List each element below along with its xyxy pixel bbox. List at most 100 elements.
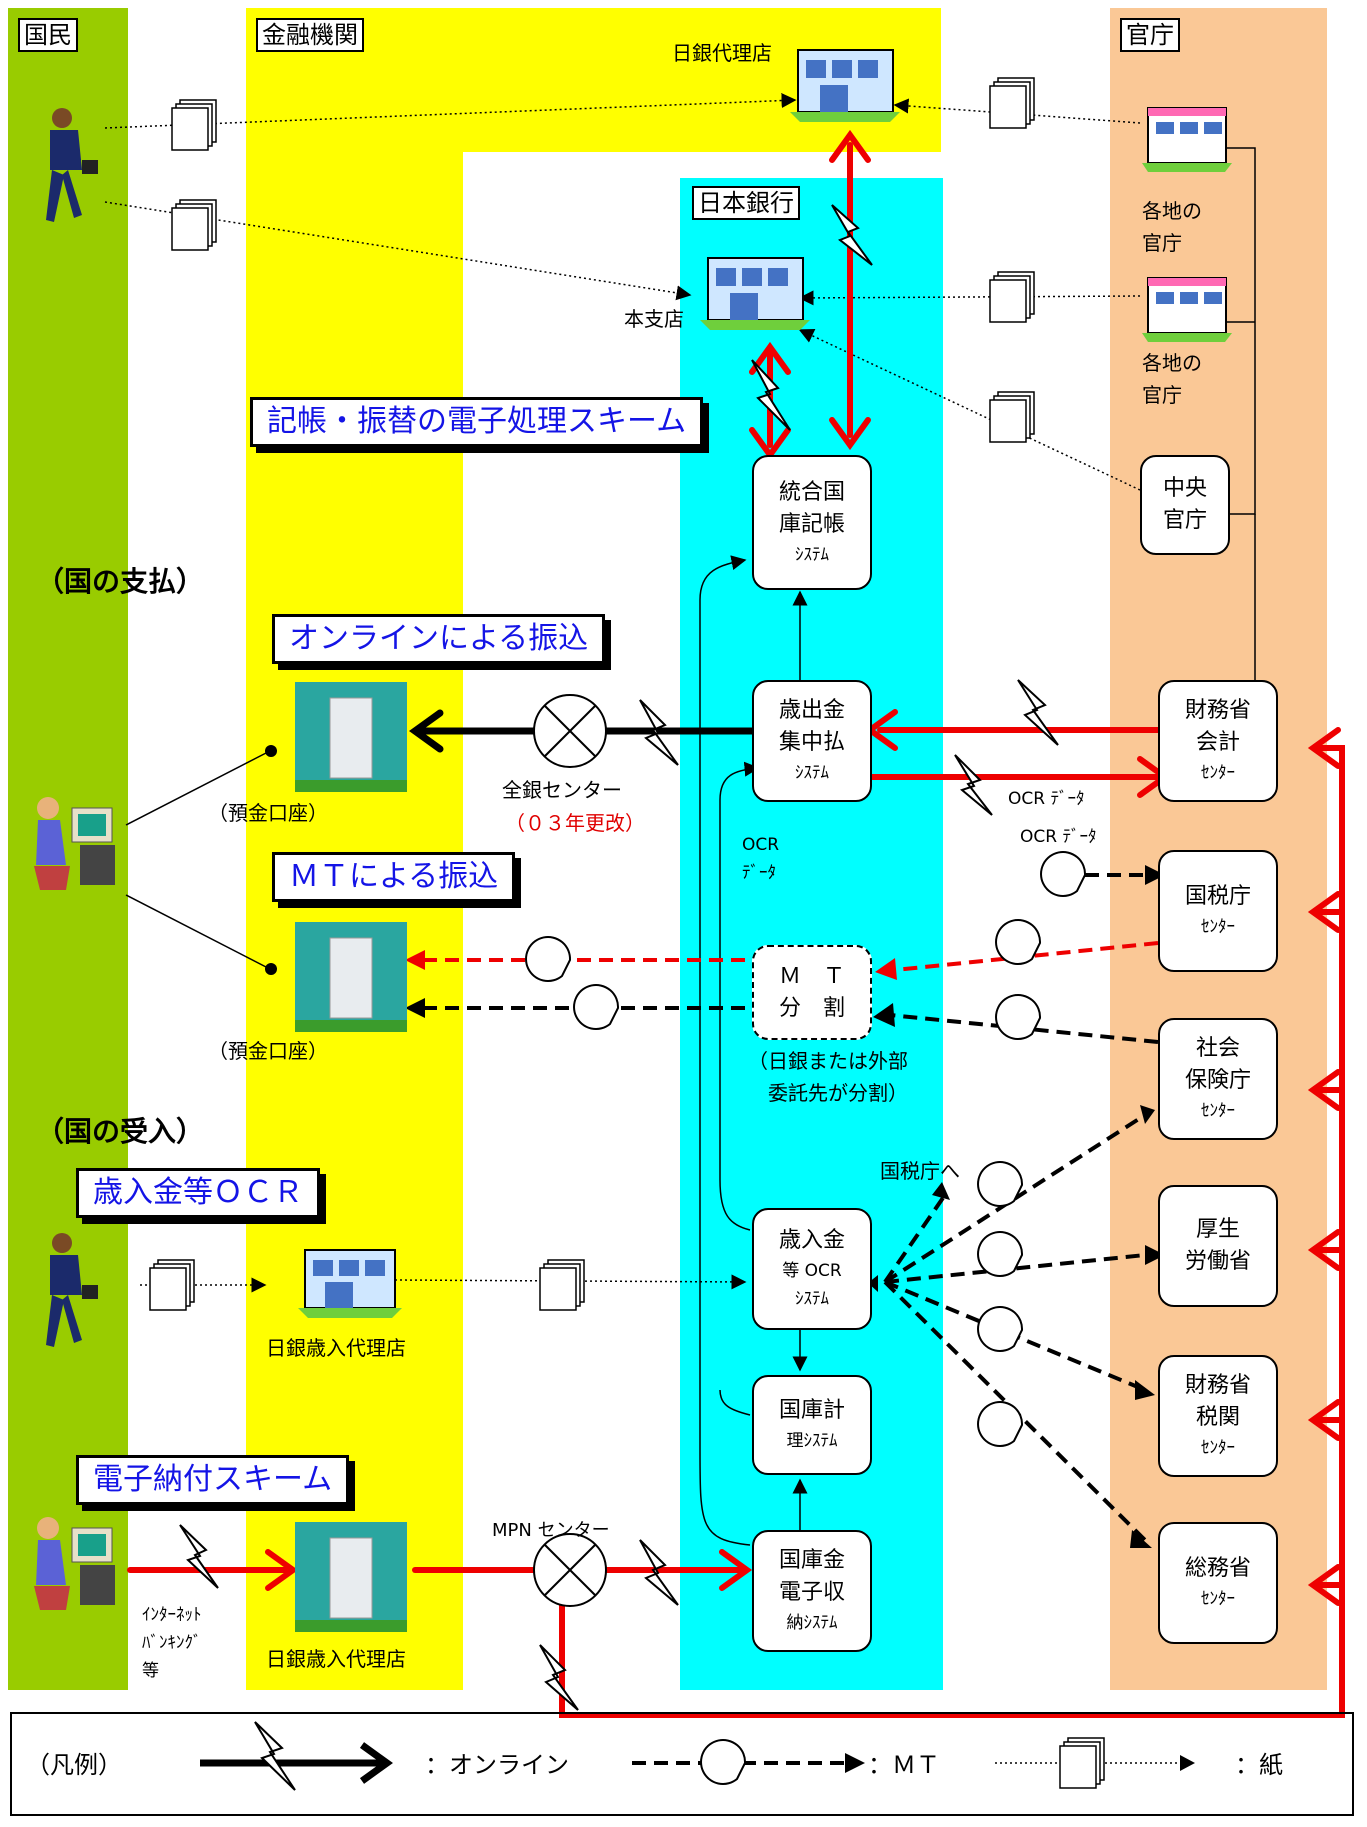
mt-bubble bbox=[1040, 851, 1087, 898]
citizen-computer-1 bbox=[34, 797, 115, 890]
deposit-dot-2 bbox=[265, 963, 277, 975]
label-mpn: MPN センター bbox=[492, 1520, 610, 1541]
label-kokuzeicho-he: 国税庁へ bbox=[880, 1159, 960, 1183]
system-shuno-l2: 電子収 bbox=[778, 1580, 845, 1605]
label-internet-3: 等 bbox=[142, 1661, 159, 1681]
ministry-zaimu-kaikei-l1: 財務省 bbox=[1184, 698, 1251, 723]
label-mt-note-2: 委託先が分割） bbox=[768, 1081, 908, 1105]
label-honshiten: 本支店 bbox=[624, 307, 684, 331]
bank-tower-1 bbox=[295, 682, 407, 792]
label-yokin2: （預金口座） bbox=[208, 1039, 328, 1063]
ministry-somu-l1: 総務省 bbox=[1184, 1556, 1251, 1581]
ministry-zaimu-zeikan-l2: 税関 bbox=[1195, 1405, 1240, 1430]
ministry-chuo-l2: 官庁 bbox=[1162, 508, 1207, 533]
citizen-computer-2 bbox=[34, 1517, 115, 1610]
label-sainyu-dairi2: 日銀歳入代理店 bbox=[266, 1647, 406, 1671]
system-mt-split-l1: Ｍ Ｔ bbox=[778, 963, 845, 989]
section-receipt: （国の受入） bbox=[36, 1115, 205, 1148]
label-ocr-data2: OCR ﾃﾞｰﾀ bbox=[1020, 827, 1097, 847]
bank-tower-2 bbox=[295, 922, 407, 1032]
system-togo-l2: 庫記帳 bbox=[778, 511, 845, 537]
label-zengin: 全銀センター bbox=[502, 778, 622, 802]
ministry-kokuzei-l2: ｾﾝﾀｰ bbox=[1201, 917, 1235, 937]
legend-paper: ：紙 bbox=[1235, 1751, 1283, 1779]
system-keiri-l2: 理ｼｽﾃﾑ bbox=[786, 1431, 838, 1451]
label-zengin-note: （０３年更改） bbox=[505, 811, 645, 835]
lane-title-kancho: 官庁 bbox=[1120, 18, 1180, 52]
ministry-shakai-l2: 保険庁 bbox=[1184, 1068, 1251, 1093]
ministry-zaimu-kaikei-l2: 会計 bbox=[1195, 730, 1240, 755]
legend-mt: ：ＭＴ bbox=[868, 1751, 940, 1779]
ministry-zaimu-kaikei-l3: ｾﾝﾀｰ bbox=[1201, 763, 1235, 783]
ministry-shakai-l3: ｾﾝﾀｰ bbox=[1201, 1101, 1235, 1121]
lane-title-kinyu: 金融機関 bbox=[256, 18, 364, 52]
system-keiri-l1: 国庫計 bbox=[778, 1398, 845, 1423]
building-nichigin-dairi bbox=[790, 49, 900, 122]
legend-online-symbol bbox=[200, 1721, 393, 1791]
system-shuno-l3: 納ｼｽﾃﾑ bbox=[786, 1613, 838, 1633]
system-togo-l1: 統合国 bbox=[778, 479, 845, 505]
legend-paper-symbol bbox=[995, 1737, 1195, 1789]
system-saishutsu-l3: ｼｽﾃﾑ bbox=[795, 763, 829, 783]
lane-title-kokumin: 国民 bbox=[18, 18, 78, 52]
ministry-kosei-l2: 労働省 bbox=[1184, 1249, 1251, 1274]
label-kakuchi2-l2: 官庁 bbox=[1142, 383, 1182, 407]
scheme-kicho: 記帳・振替の電子処理スキーム bbox=[250, 397, 704, 447]
building-sainyu-dairi bbox=[298, 1249, 402, 1318]
system-denshi-shuno: 国庫金 電子収 納ｼｽﾃﾑ bbox=[752, 1530, 872, 1652]
system-sainyu-l2: 等 OCR bbox=[782, 1261, 842, 1281]
building-kakuchi1 bbox=[1142, 107, 1232, 172]
lane-title-nichigin: 日本銀行 bbox=[692, 186, 800, 220]
scheme-ocr: 歳入金等ＯＣＲ bbox=[76, 1168, 320, 1218]
legend-box bbox=[10, 1712, 1354, 1816]
ministry-shakai-l1: 社会 bbox=[1195, 1036, 1240, 1061]
ministry-chuo-l1: 中央 bbox=[1162, 476, 1207, 501]
deposit-dot-1 bbox=[265, 745, 277, 757]
scheme-mt: ＭＴによる振込 bbox=[272, 852, 516, 902]
label-yokin1: （預金口座） bbox=[208, 801, 328, 825]
label-sainyu-dairi1: 日銀歳入代理店 bbox=[266, 1336, 406, 1360]
scheme-denshi: 電子納付スキーム bbox=[76, 1455, 350, 1505]
label-ocr-vertical-2: ﾃﾞｰﾀ bbox=[742, 863, 776, 883]
system-sainyu-l1: 歳入金 bbox=[778, 1228, 845, 1253]
legend-online: ：オンライン bbox=[425, 1751, 569, 1779]
label-kakuchi1-l1: 各地の bbox=[1142, 199, 1202, 223]
bank-tower-3 bbox=[295, 1522, 407, 1632]
label-internet-1: ｲﾝﾀｰﾈｯﾄ bbox=[142, 1605, 202, 1625]
citizen-walking-2 bbox=[46, 1233, 98, 1347]
system-togo-l3: ｼｽﾃﾑ bbox=[795, 544, 829, 565]
ministry-kokuzei-l1: 国税庁 bbox=[1184, 884, 1251, 909]
ministry-zaimu-kaikei: 財務省 会計 ｾﾝﾀｰ bbox=[1158, 680, 1278, 802]
ministry-chuo: 中央 官庁 bbox=[1140, 455, 1230, 555]
scheme-online: オンラインによる振込 bbox=[272, 614, 606, 664]
system-mt-split: Ｍ Ｔ 分 割 bbox=[752, 945, 872, 1040]
label-nichigin-dairi: 日銀代理店 bbox=[672, 41, 772, 65]
ministry-zaimu-zeikan-l3: ｾﾝﾀｰ bbox=[1201, 1438, 1235, 1458]
ministry-somu: 総務省 ｾﾝﾀｰ bbox=[1158, 1522, 1278, 1644]
system-sainyu-ocr: 歳入金 等 OCR ｼｽﾃﾑ bbox=[752, 1208, 872, 1330]
label-kakuchi1-l2: 官庁 bbox=[1142, 231, 1182, 255]
system-togo-kokko: 統合国 庫記帳 ｼｽﾃﾑ bbox=[752, 455, 872, 590]
citizen-walking-1 bbox=[46, 108, 98, 222]
system-shuno-l1: 国庫金 bbox=[778, 1548, 845, 1573]
legend-mt-symbol bbox=[632, 1739, 865, 1786]
building-honshiten bbox=[700, 257, 810, 330]
ministry-kokuzei: 国税庁 ｾﾝﾀｰ bbox=[1158, 850, 1278, 972]
ministry-kosei: 厚生 労働省 bbox=[1158, 1185, 1278, 1307]
ministry-kosei-l1: 厚生 bbox=[1195, 1217, 1240, 1242]
label-kakuchi2-l1: 各地の bbox=[1142, 351, 1202, 375]
system-saishutsu: 歳出金 集中払 ｼｽﾃﾑ bbox=[752, 680, 872, 802]
ministry-zaimu-zeikan-l1: 財務省 bbox=[1184, 1373, 1251, 1398]
system-saishutsu-l1: 歳出金 bbox=[778, 698, 845, 723]
system-kokko-keiri: 国庫計 理ｼｽﾃﾑ bbox=[752, 1375, 872, 1475]
legend-title: （凡例） bbox=[26, 1751, 122, 1779]
label-ocr-data1: OCR ﾃﾞｰﾀ bbox=[1008, 789, 1085, 809]
building-kakuchi2 bbox=[1142, 277, 1232, 342]
ministry-zaimu-zeikan: 財務省 税関 ｾﾝﾀｰ bbox=[1158, 1355, 1278, 1477]
ministry-shakai: 社会 保険庁 ｾﾝﾀｰ bbox=[1158, 1018, 1278, 1140]
label-internet-2: ﾊﾞﾝｷﾝｸﾞ bbox=[142, 1633, 202, 1653]
label-ocr-vertical-1: OCR bbox=[742, 835, 780, 855]
system-sainyu-l3: ｼｽﾃﾑ bbox=[795, 1289, 829, 1309]
label-mt-note-1: （日銀または外部 bbox=[748, 1049, 908, 1073]
